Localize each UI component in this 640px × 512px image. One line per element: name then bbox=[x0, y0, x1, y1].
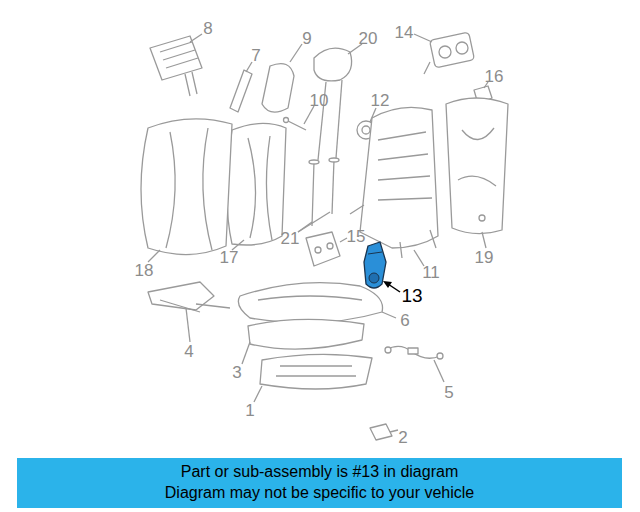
callout-number: 9 bbox=[302, 30, 311, 47]
callout-number: 15 bbox=[347, 228, 366, 245]
side-strip bbox=[230, 70, 252, 112]
seat-cover bbox=[238, 283, 382, 323]
callout-number: 3 bbox=[232, 364, 241, 381]
info-text: Diagram may not be specific to your vehi… bbox=[165, 483, 474, 504]
callout-number: 7 bbox=[251, 47, 260, 64]
callout-number: 17 bbox=[220, 249, 239, 266]
callout-number: 2 bbox=[398, 429, 407, 446]
callout-number: 5 bbox=[444, 384, 453, 401]
recliner-part bbox=[364, 242, 386, 288]
callout-number: 12 bbox=[371, 92, 390, 109]
seatback-frame bbox=[360, 107, 438, 248]
back-panel bbox=[446, 98, 508, 234]
control-panel bbox=[430, 32, 475, 68]
seat-pan bbox=[260, 354, 372, 389]
switch-block bbox=[370, 424, 392, 440]
callout-number: 11 bbox=[422, 264, 440, 281]
callout-arrow bbox=[383, 281, 400, 292]
callout-number: 4 bbox=[184, 343, 193, 360]
wire-harness bbox=[386, 346, 440, 358]
callout-number: 10 bbox=[310, 92, 329, 109]
callout-number: 13 bbox=[401, 286, 422, 305]
callout-number: 14 bbox=[395, 24, 414, 41]
callout-number: 19 bbox=[475, 249, 494, 266]
callout-number: 16 bbox=[485, 68, 504, 85]
callout-number: 18 bbox=[135, 262, 154, 279]
lumbar-panel bbox=[150, 36, 202, 80]
headrest bbox=[314, 48, 352, 81]
callout-number: 21 bbox=[281, 230, 300, 247]
callout-number: 8 bbox=[203, 20, 212, 37]
callout-number: 1 bbox=[245, 402, 254, 419]
back-cover bbox=[141, 119, 232, 255]
info-band: Part or sub-assembly is #13 in diagramDi… bbox=[17, 458, 622, 508]
back-cushion bbox=[227, 123, 286, 245]
info-text: Part or sub-assembly is #13 in diagram bbox=[181, 462, 458, 483]
bracket bbox=[306, 232, 340, 266]
side-pad bbox=[262, 64, 294, 113]
callout-number: 6 bbox=[400, 312, 409, 329]
callout-number: 20 bbox=[359, 30, 378, 47]
seat-cushion bbox=[248, 319, 364, 349]
